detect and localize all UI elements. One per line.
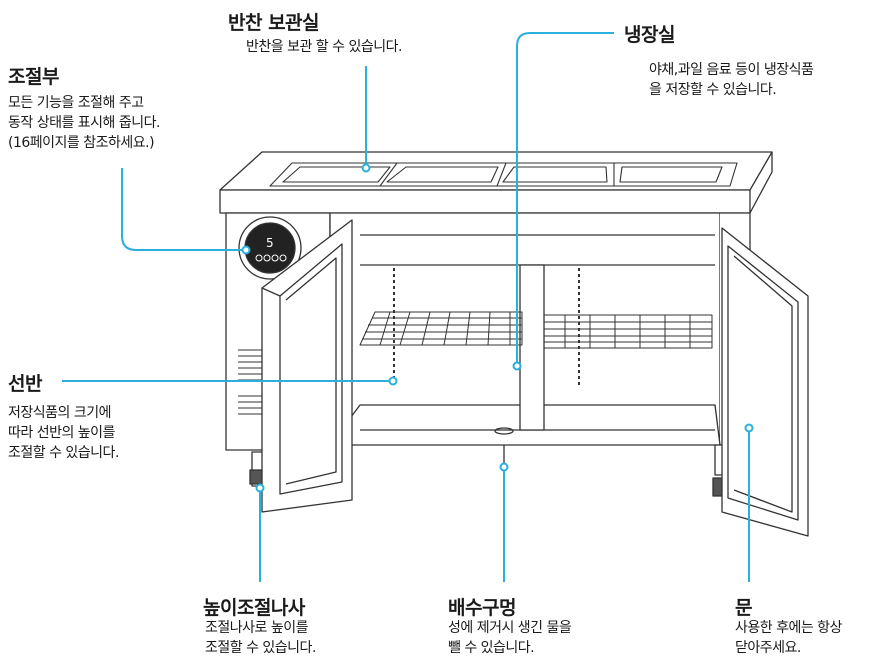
display-readout: 5	[266, 236, 274, 250]
shelf-grid	[359, 311, 713, 349]
fridge-desc: 야채,과일 음료 등이 냉장식품 을 저장할 수 있습니다.	[649, 62, 814, 98]
shelf-desc: 저장식품의 크기에 따라 선반의 높이를 조절할 수 있습니다.	[8, 405, 119, 461]
side-dish-containers	[269, 162, 738, 187]
leader-lines	[62, 32, 750, 582]
top-lid-front	[219, 189, 751, 214]
control-title: 조절부	[8, 66, 59, 88]
door-title: 문	[735, 597, 752, 619]
drain-hole	[494, 427, 514, 435]
leader-dots	[241, 163, 754, 493]
screw-desc: 조절나사로 높이를 조절할 수 있습니다.	[205, 620, 316, 656]
right-door	[721, 227, 809, 537]
storage-desc: 반찬을 보관 할 수 있습니다.	[246, 39, 402, 55]
fridge-title: 냉장실	[624, 24, 675, 46]
drain-desc: 성에 제거시 생긴 물을 뺄 수 있습니다.	[448, 620, 572, 656]
refrigerator-illustration	[219, 151, 809, 537]
storage-title: 반찬 보관실	[228, 12, 320, 34]
control-desc: 모든 기능을 조절해 주고 동작 상태를 표시해 줍니다. (16페이지를 참조…	[8, 95, 160, 151]
screw-title: 높이조절나사	[203, 597, 305, 619]
door-desc: 사용한 후에는 항상 닫아주세요.	[735, 620, 842, 656]
shelf-title: 선반	[8, 373, 42, 395]
center-divider	[519, 264, 545, 431]
drain-title: 배수구멍	[448, 597, 516, 619]
